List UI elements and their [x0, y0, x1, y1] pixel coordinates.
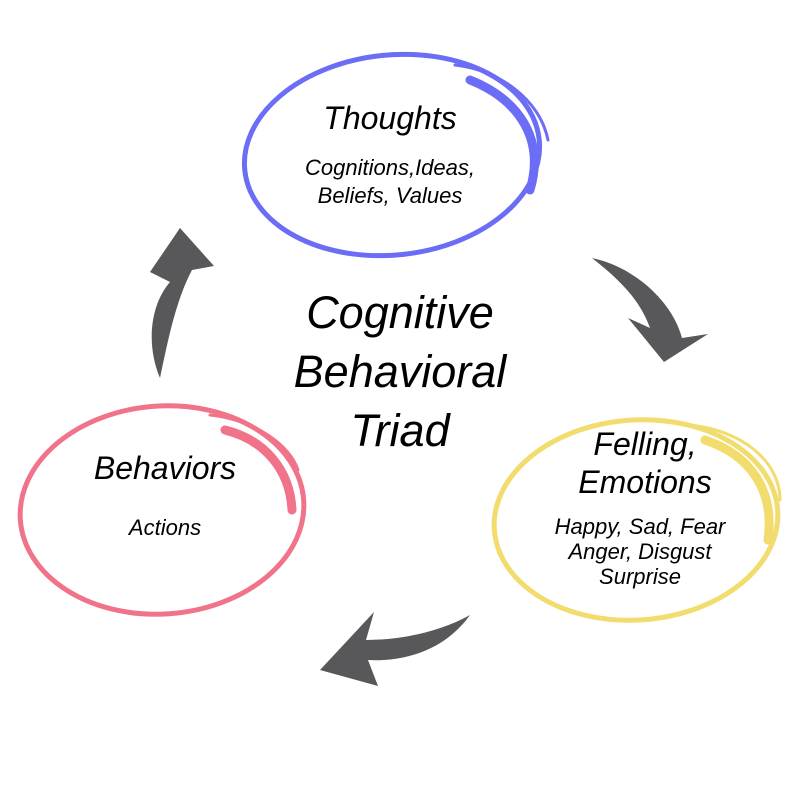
behaviors-description-line-1: Actions [128, 515, 202, 540]
feelings-description-line-1: Happy, Sad, Fear [554, 514, 726, 539]
arrow-behaviors-to-thoughts [150, 228, 214, 378]
thoughts-description: Cognitions,Ideas, Beliefs, Values [260, 154, 520, 210]
feelings-description-line-3: Surprise [599, 564, 681, 589]
center-title-line-2: Behavioral [293, 346, 507, 397]
arrow-feelings-to-behaviors [320, 612, 470, 686]
thoughts-title: Thoughts [323, 100, 457, 136]
feelings-title-line-2: Emotions [578, 464, 712, 500]
thoughts-description-line-2: Beliefs, Values [317, 183, 463, 208]
center-title: Cognitive Behavioral Triad [200, 283, 600, 460]
arrow-thoughts-to-feelings [592, 258, 708, 362]
feelings-circle [491, 417, 782, 623]
thoughts-circle [241, 51, 550, 259]
feelings-title-line-1: Felling, [593, 426, 697, 462]
feelings-description-line-2: Anger, Disgust [568, 539, 712, 564]
center-title-line-1: Cognitive [306, 287, 494, 338]
feelings-title: Felling, Emotions [520, 425, 770, 501]
feelings-description: Happy, Sad, Fear Anger, Disgust Surprise [510, 514, 770, 589]
thoughts-description-line-1: Cognitions,Ideas, [305, 155, 475, 180]
behaviors-description: Actions [40, 514, 290, 542]
behaviors-circle [17, 403, 307, 617]
behaviors-title: Behaviors [93, 450, 237, 486]
center-title-line-3: Triad [350, 405, 450, 456]
